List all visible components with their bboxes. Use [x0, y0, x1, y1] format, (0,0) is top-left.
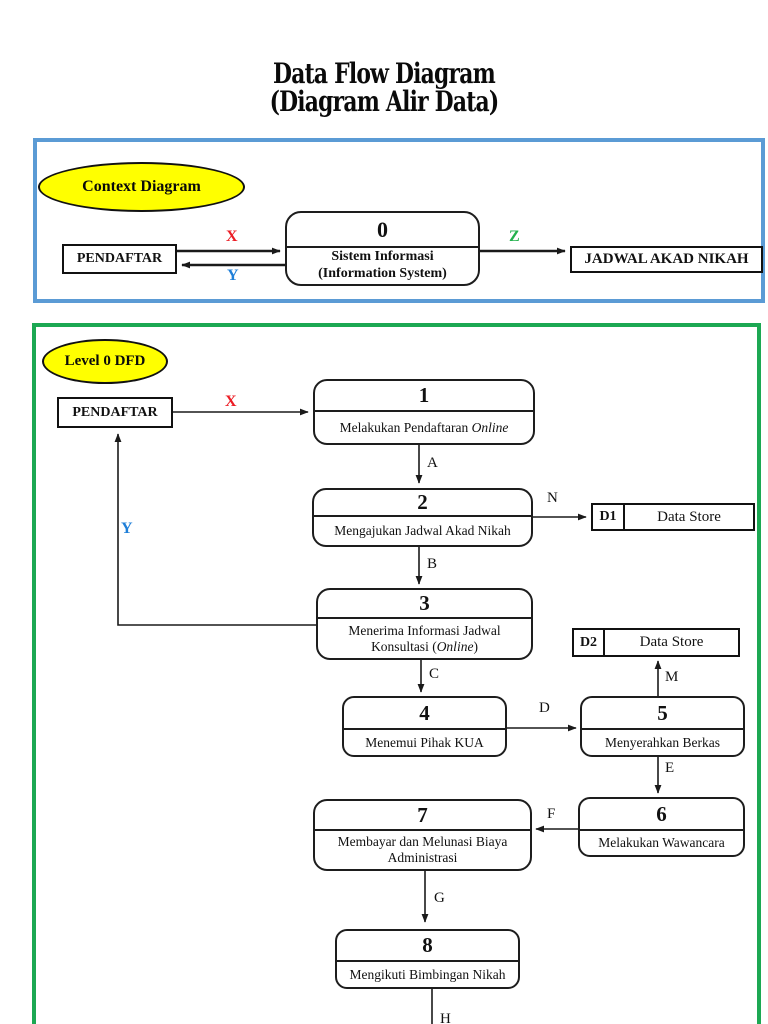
process-6-body: Melakukan Wawancara	[580, 831, 743, 855]
process-8-label: Mengikuti Bimbingan Nikah	[349, 966, 506, 982]
level0-dfd-frame	[32, 323, 761, 1024]
process-7-line1: Membayar dan Melunasi Biaya	[337, 834, 508, 850]
process-2: 2 Mengajukan Jadwal Akad Nikah	[312, 488, 533, 547]
flow-label-g: G	[434, 890, 445, 906]
process-4: 4 Menemui Pihak KUA	[342, 696, 507, 757]
flow-label-d: D	[539, 700, 550, 716]
process-1-number: 1	[315, 381, 533, 412]
process-8-body: Mengikuti Bimbingan Nikah	[337, 962, 518, 987]
process-1-body: Melakukan Pendaftaran Online	[315, 412, 533, 443]
context-diagram-frame	[33, 138, 765, 303]
process-6-number: 6	[580, 799, 743, 831]
process-5-label: Menyerahkan Berkas	[604, 734, 721, 750]
flow-label-x-level0: X	[225, 393, 237, 410]
process-0-line1: Sistem Informasi	[331, 249, 434, 265]
process-0-body: Sistem Informasi (Information System)	[287, 248, 478, 284]
flow-label-z-context: Z	[509, 228, 520, 245]
process-4-number: 4	[344, 698, 505, 730]
process-3: 3 Menerima Informasi Jadwal Konsultasi (…	[316, 588, 533, 660]
process-7-line2: Administrasi	[387, 850, 458, 865]
flow-label-x-context: X	[226, 228, 238, 245]
process-1-italic: Online	[471, 419, 509, 435]
datastore-d1-id: D1	[593, 505, 625, 529]
level0-dfd-badge: Level 0 DFD	[42, 339, 168, 384]
process-2-number: 2	[314, 490, 531, 517]
process-6-label: Melakukan Wawancara	[598, 835, 725, 851]
datastore-d1: D1 Data Store	[591, 503, 755, 531]
process-3-number: 3	[318, 590, 531, 619]
entity-jadwal-akad-nikah-label: JADWAL AKAD NIKAH	[584, 251, 749, 267]
process-5-body: Menyerahkan Berkas	[582, 730, 743, 755]
process-7-body: Membayar dan Melunasi Biaya Administrasi	[315, 831, 530, 869]
datastore-d2-id: D2	[574, 630, 605, 655]
process-3-line2-post: )	[473, 638, 478, 654]
process-3-body: Menerima Informasi Jadwal Konsultasi (On…	[318, 619, 531, 658]
process-1: 1 Melakukan Pendaftaran Online	[313, 379, 535, 445]
entity-pendaftar-level0-label: PENDAFTAR	[72, 404, 158, 420]
flow-label-m: M	[665, 669, 679, 685]
entity-pendaftar-context-label: PENDAFTAR	[76, 251, 163, 266]
context-diagram-badge-label: Context Diagram	[82, 178, 201, 195]
flow-label-e: E	[665, 760, 675, 776]
page-title: Data Flow Diagram (Diagram Alir Data)	[0, 60, 768, 116]
process-5-number: 5	[582, 698, 743, 730]
process-4-label: Menemui Pihak KUA	[365, 734, 484, 750]
process-7-number: 7	[315, 801, 530, 831]
entity-jadwal-akad-nikah: JADWAL AKAD NIKAH	[570, 246, 763, 273]
process-3-line2: Konsultasi (Online)	[371, 639, 478, 655]
flow-label-f: F	[547, 806, 556, 822]
entity-pendaftar-context: PENDAFTAR	[62, 244, 177, 274]
flow-label-y-level0: Y	[121, 520, 133, 537]
process-3-line2-italic: Online	[436, 638, 474, 654]
process-3-line2-pre: Konsultasi (	[371, 638, 437, 654]
level0-dfd-badge-label: Level 0 DFD	[64, 353, 146, 369]
flow-label-a: A	[427, 455, 438, 471]
context-diagram-badge: Context Diagram	[38, 162, 245, 212]
process-6: 6 Melakukan Wawancara	[578, 797, 745, 857]
entity-pendaftar-level0: PENDAFTAR	[57, 397, 173, 428]
title-line-2: (Diagram Alir Data)	[269, 85, 500, 118]
datastore-d2: D2 Data Store	[572, 628, 740, 657]
datastore-d2-label: Data Store	[639, 634, 704, 650]
process-2-body: Mengajukan Jadwal Akad Nikah	[314, 517, 531, 545]
flow-label-h: H	[440, 1011, 451, 1024]
process-8-number: 8	[337, 931, 518, 962]
process-1-label: Melakukan Pendaftaran Online	[340, 420, 509, 436]
flow-label-b: B	[427, 556, 438, 572]
process-3-line1: Menerima Informasi Jadwal	[348, 622, 501, 638]
datastore-d1-label: Data Store	[657, 508, 721, 525]
process-0: 0 Sistem Informasi (Information System)	[285, 211, 480, 286]
process-5: 5 Menyerahkan Berkas	[580, 696, 745, 757]
process-7: 7 Membayar dan Melunasi Biaya Administra…	[313, 799, 532, 871]
process-8: 8 Mengikuti Bimbingan Nikah	[335, 929, 520, 989]
flow-label-n: N	[547, 490, 558, 506]
flow-label-c: C	[429, 666, 440, 682]
process-1-text: Melakukan Pendaftaran	[339, 419, 469, 435]
flow-label-y-context: Y	[227, 267, 239, 284]
process-4-body: Menemui Pihak KUA	[344, 730, 505, 755]
process-0-number: 0	[287, 213, 478, 248]
process-0-line2: (Information System)	[318, 266, 447, 281]
title-line-1: Data Flow Diagram	[273, 57, 496, 90]
process-2-label: Mengajukan Jadwal Akad Nikah	[334, 523, 511, 539]
